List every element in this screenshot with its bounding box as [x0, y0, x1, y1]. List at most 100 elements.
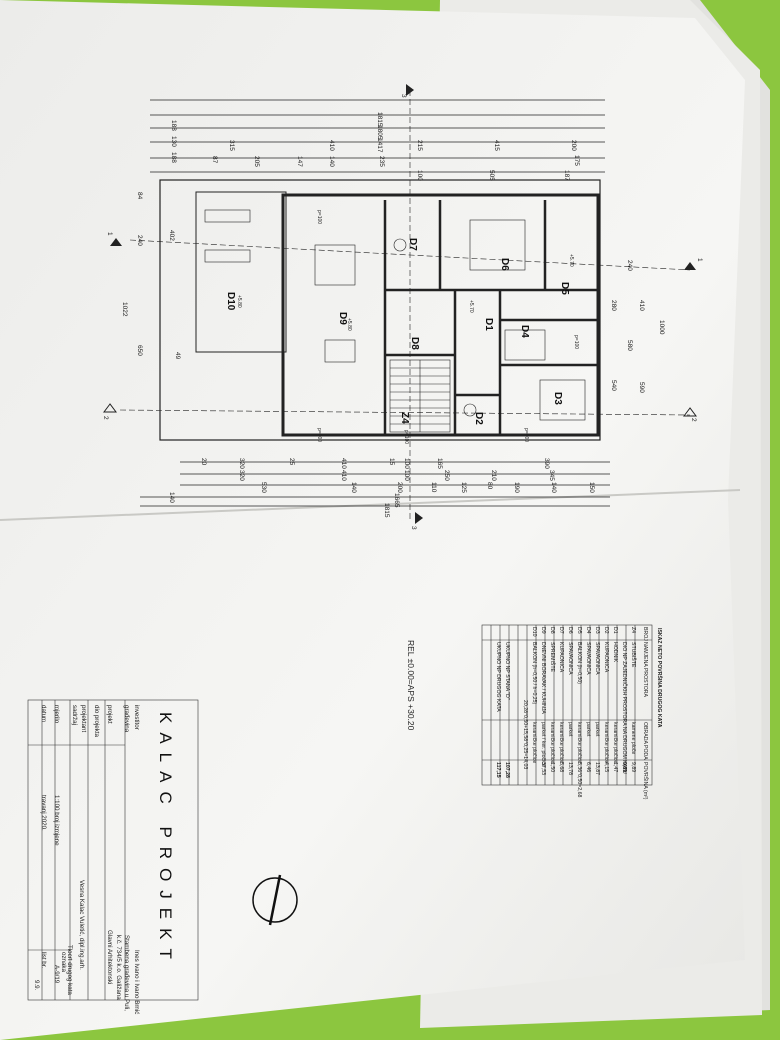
- bottom-dimension-lines: [140, 461, 610, 507]
- header-broj: BROJ: [642, 627, 648, 641]
- dim-top-4b: 130: [170, 136, 177, 147]
- svg-text:D8: D8: [549, 627, 555, 634]
- section-marker-1-right: 1: [684, 258, 703, 270]
- dim-left-g: 49: [174, 352, 181, 360]
- dim-top-2: 1805: [376, 125, 383, 140]
- tb-label: list br.: [40, 952, 47, 968]
- tb-label: oznaka: [60, 952, 67, 973]
- room-label-d3: D3: [552, 392, 563, 405]
- tb-value: A-9/19: [53, 965, 60, 984]
- dim-top-5g: 100: [416, 170, 423, 181]
- title-block-grid: [27, 699, 199, 1001]
- svg-text:parket / ker. pločice: parket / ker. pločice: [540, 722, 546, 767]
- svg-text:parket: parket: [594, 722, 600, 737]
- dim-bot-3e: 125: [460, 482, 467, 493]
- title-block-rows: investitor Ines Ivano i Ivano Brnić građ…: [33, 705, 140, 1014]
- dim-bot-4b: 1665: [393, 493, 400, 508]
- room-label-d9: D9: [337, 312, 348, 325]
- svg-text:5,36*0,50=2,68: 5,36*0,50=2,68: [576, 762, 582, 797]
- section-marker-2-left: 2: [102, 403, 117, 420]
- dim-right-f: 590: [638, 382, 645, 393]
- dim-top-4a: 188: [170, 120, 177, 131]
- interior-walls: [383, 200, 600, 435]
- header-povrsina: POVRŠINA (m²): [642, 762, 649, 800]
- dim-bot-2c: 410: [340, 470, 347, 481]
- svg-text:6,46: 6,46: [585, 762, 591, 772]
- tb-value: k.č. 734/5 k.o. Galižana: [115, 935, 122, 1000]
- svg-text:9,89: 9,89: [621, 762, 627, 772]
- svg-text:parket: parket: [585, 722, 591, 737]
- room-label-d1: D1: [483, 318, 494, 331]
- svg-text:D7: D7: [558, 627, 564, 634]
- area-table-header-row: BROJ NAMJENA PROSTORA OBRADA PODA POVRŠI…: [642, 627, 649, 800]
- table-row: D10 BALKON (h=0,50 / h=0,25) keramičke p…: [522, 627, 537, 769]
- room-label-d10: D10: [225, 292, 236, 311]
- svg-text:D4: D4: [585, 627, 591, 634]
- tb-value: travanj 2020.: [40, 795, 47, 831]
- tb-value: Tlocrt drugog kata: [66, 945, 73, 995]
- svg-text:1,47: 1,47: [612, 762, 618, 772]
- svg-text:1: 1: [106, 232, 113, 236]
- area-table-rows: Z4 STUBIŠTE kamene ploče 9,89 DIO NP ZAJ…: [495, 627, 637, 797]
- dim-top-5i: 187: [563, 170, 570, 181]
- dim-bot-1f: 100: [403, 458, 410, 469]
- svg-text:2: 2: [102, 416, 109, 420]
- dim-bot-2a: 320: [238, 470, 245, 481]
- dim-left-b: 240: [136, 235, 143, 246]
- dim-top-4f: 410: [328, 140, 335, 151]
- dim-top-4j: 415: [493, 140, 500, 151]
- table-row: UKUPNO NP DRUGOG KATA 117,15: [495, 642, 501, 778]
- plan-misc-labels: p=100 p=100 p=100 p=100 p=100 +5.80 +5.8…: [236, 210, 579, 444]
- level-note: REL ±0.00=APS +30.20: [406, 640, 416, 731]
- dim-top-4k: 200: [570, 140, 577, 151]
- svg-text:117,15: 117,15: [495, 762, 501, 778]
- dim-top-3: 1417: [376, 138, 383, 153]
- svg-text:20,28*0,50+15,58*0,25=14,03: 20,28*0,50+15,58*0,25=14,03: [522, 700, 528, 769]
- dim-bot-1e: 15: [388, 458, 395, 466]
- door-label: p=100: [523, 428, 529, 442]
- dim-top-5f: 235: [378, 156, 385, 167]
- svg-text:BALKON (h=0,50 / h=0,25): BALKON (h=0,50 / h=0,25): [531, 642, 537, 705]
- svg-text:UKUPNO NP STANA "D": UKUPNO NP STANA "D": [504, 642, 510, 700]
- dim-bot-1a: 20: [200, 458, 207, 466]
- tb-label: projektant: [80, 705, 87, 732]
- dim-top-5c: 205: [253, 156, 260, 167]
- room-label-d7: D7: [407, 238, 418, 251]
- dim-bot-1d: 410: [340, 458, 347, 469]
- svg-text:2: 2: [690, 418, 697, 422]
- svg-text:Z4: Z4: [630, 627, 636, 633]
- section-marker-2-right: 2: [683, 407, 697, 422]
- svg-text:107,28: 107,28: [504, 762, 510, 778]
- dim-left-d: 650: [136, 345, 143, 356]
- svg-text:keramičke pločice: keramičke pločice: [576, 722, 582, 763]
- table-row: D5 BALKON (h=0,50) keramičke pločice 5,3…: [576, 627, 582, 797]
- svg-text:HODNIK: HODNIK: [612, 642, 618, 663]
- svg-text:DNEVNI BORAVAK / KUHINJA: DNEVNI BORAVAK / KUHINJA: [540, 642, 546, 714]
- table-row: D6 SPAVAONICA parket 13,78: [567, 627, 573, 775]
- table-row: D9 DNEVNI BORAVAK / KUHINJA parket / ker…: [540, 627, 546, 775]
- dim-bot-3f: 80: [486, 482, 493, 490]
- section-markers: 1 1 2 2 3 3: [102, 84, 703, 530]
- dim-right-g: 410: [638, 300, 645, 311]
- dim-bot-5: 1815: [383, 503, 390, 518]
- area-table-grid: [481, 624, 653, 786]
- room-label-d5: D5: [559, 282, 570, 295]
- dim-bot-3a: 530: [260, 482, 267, 493]
- dim-right-a: 240: [626, 260, 633, 271]
- area-table-heading: ISKAZ NETO POVRŠINA DRUGOG KATA: [656, 628, 664, 728]
- dim-bot-1c: 25: [288, 458, 295, 466]
- bottom-dimensions: 20 320 25 410 15 100 165 390 320 410 100…: [168, 458, 595, 518]
- dim-top-4h: 215: [416, 140, 423, 151]
- svg-text:SPAVAONICA: SPAVAONICA: [585, 642, 591, 675]
- svg-text:keramičke pločice: keramičke pločice: [558, 722, 564, 763]
- table-row: Z4 STUBIŠTE kamene ploče 9,89: [630, 627, 637, 772]
- table-row: UKUPNO NP STANA "D" 107,28: [504, 642, 510, 778]
- table-row: D7 KUPAONICA keramičke pločice 5,68: [558, 627, 564, 772]
- svg-text:3: 3: [410, 526, 417, 530]
- tb-label: sadržaj: [71, 705, 78, 725]
- tb-value: Ines Ivano i Ivano Brnić: [133, 950, 140, 1014]
- svg-text:3: 3: [400, 94, 407, 98]
- svg-text:D5: D5: [576, 627, 582, 634]
- dim-top-5b: 87: [211, 156, 218, 164]
- dim-left-a: 84: [136, 192, 143, 200]
